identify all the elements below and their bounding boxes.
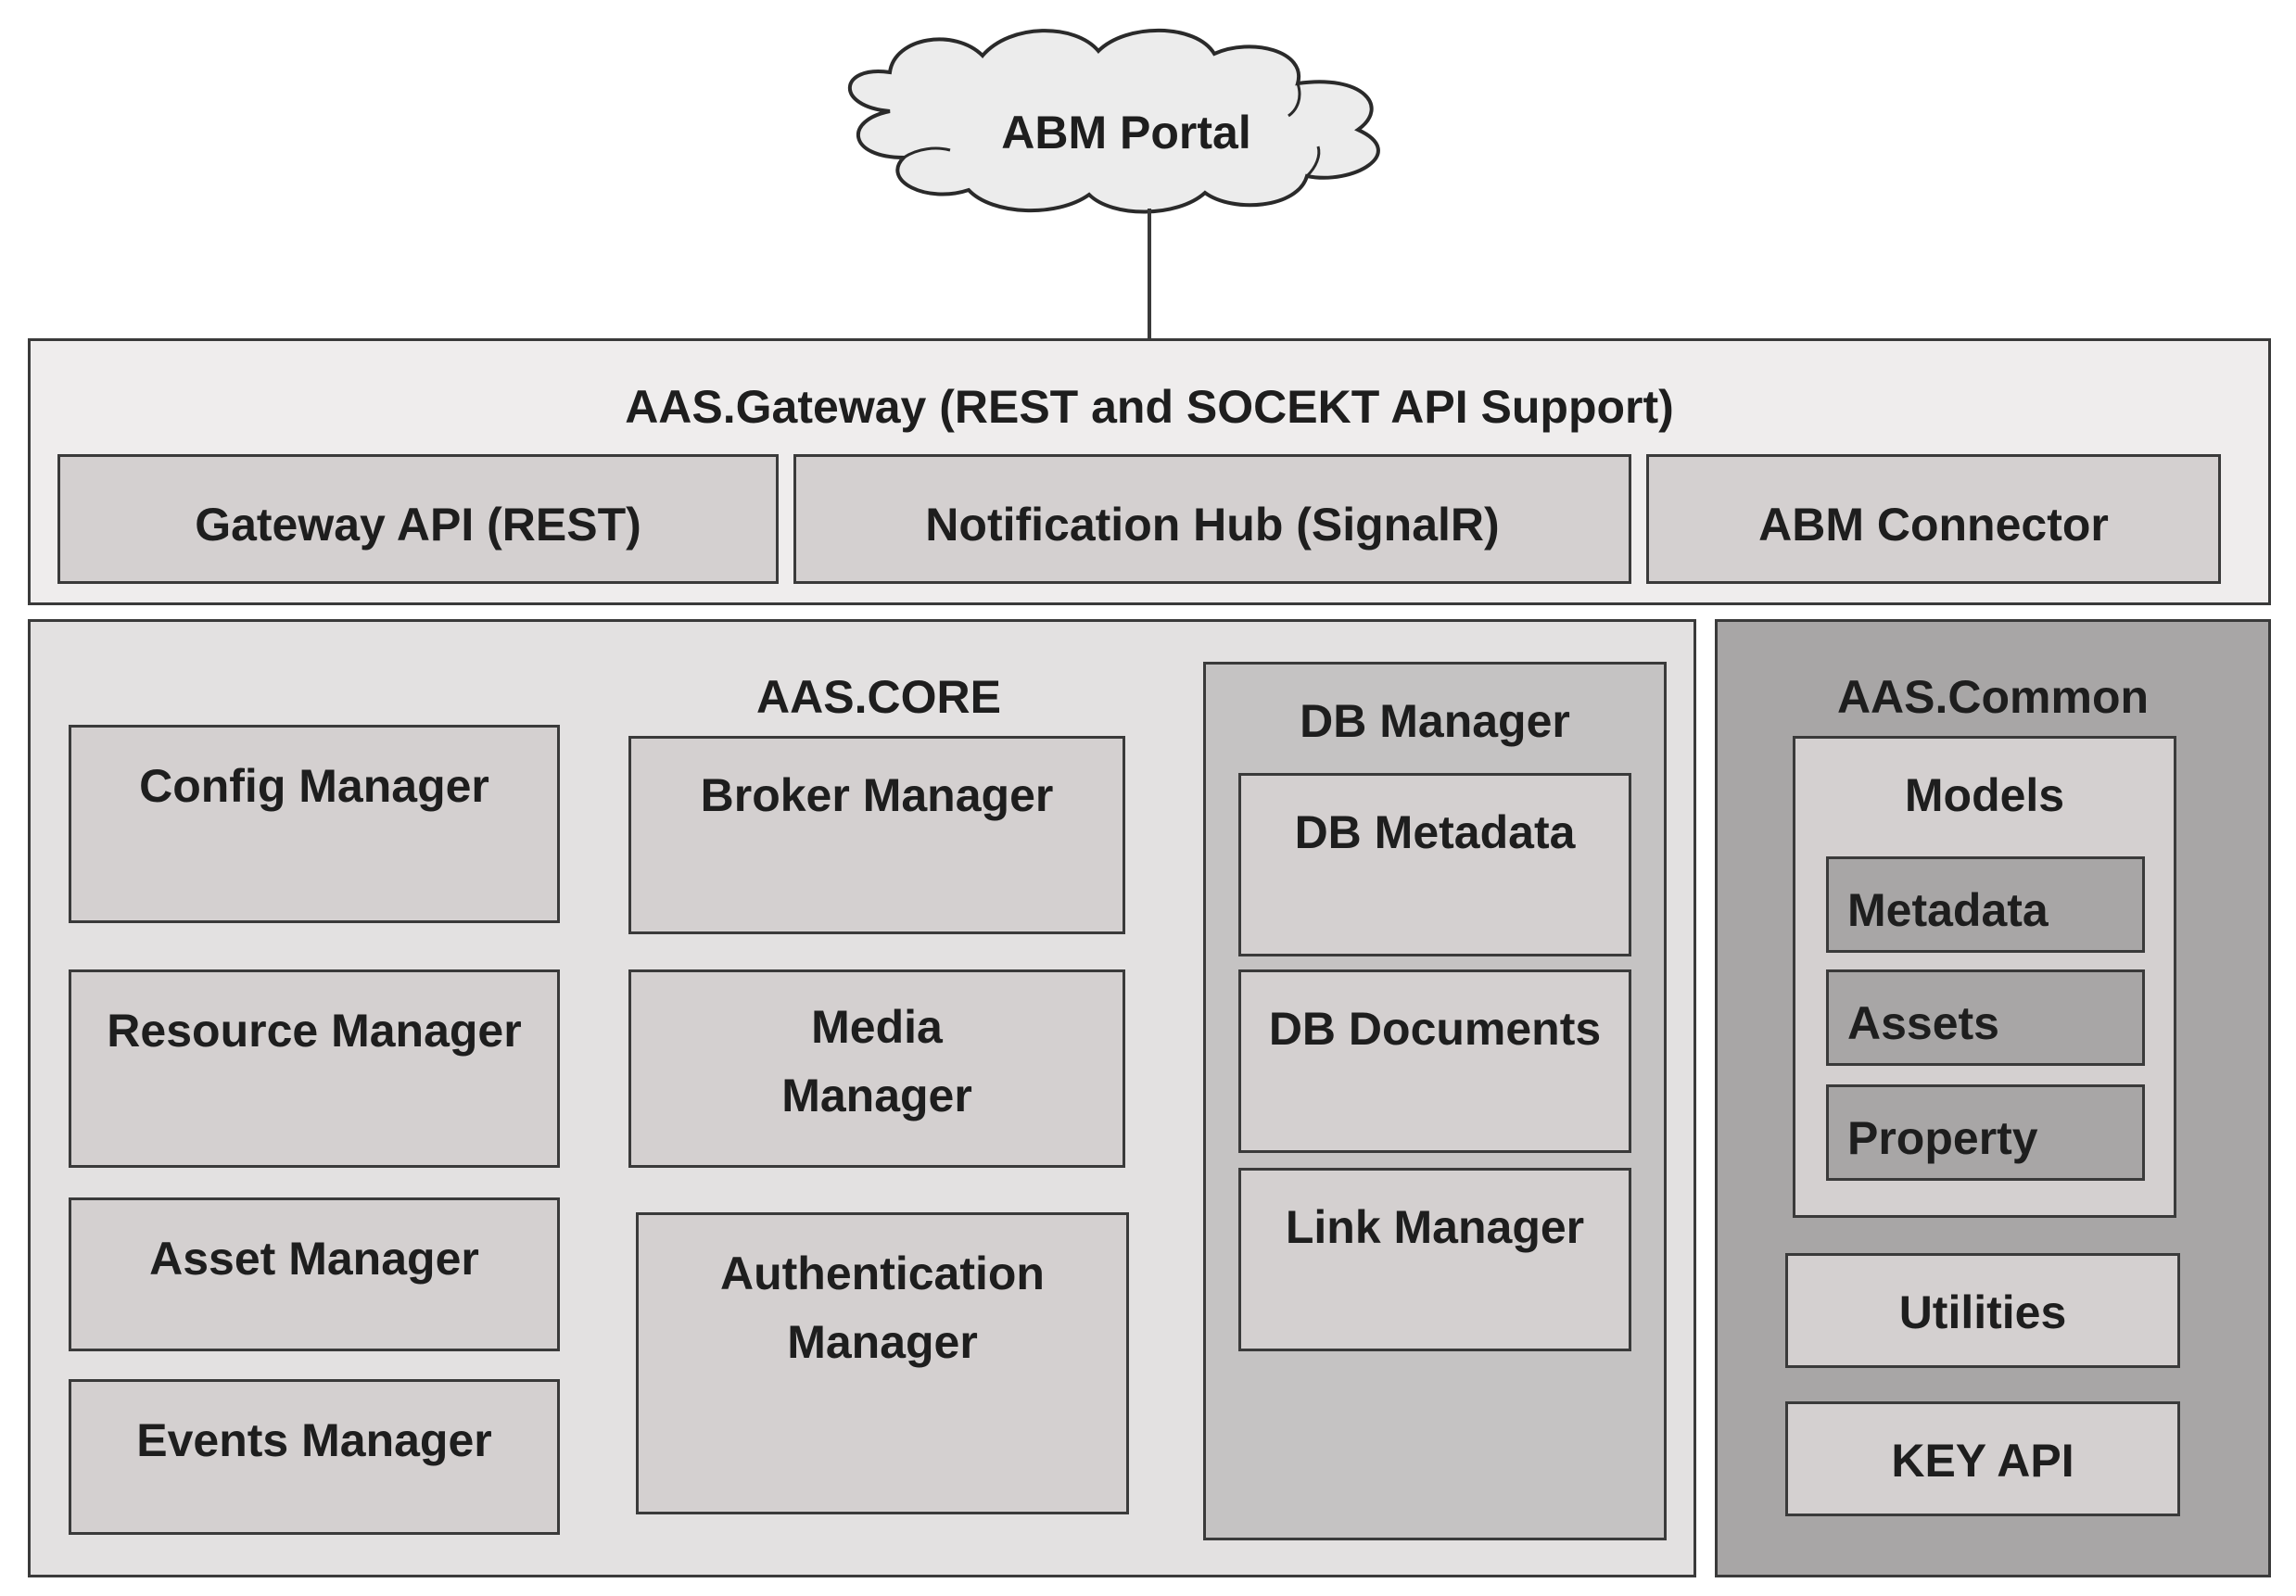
resource-manager-label: Resource Manager	[107, 1005, 522, 1057]
models-title: Models	[1904, 769, 2065, 821]
abm-portal-cloud: ABM Portal	[847, 28, 1380, 214]
asset-manager-label: Asset Manager	[149, 1233, 479, 1285]
model-assets-box: Assets	[1826, 969, 2145, 1066]
gateway-api-box: Gateway API (REST)	[57, 454, 779, 584]
aas-common-title: AAS.Common	[1836, 671, 2150, 723]
authentication-manager-label-line1: Authentication	[720, 1248, 1045, 1299]
db-metadata-box: DB Metadata	[1238, 773, 1631, 956]
config-manager-label: Config Manager	[139, 760, 489, 812]
model-assets-label: Assets	[1847, 997, 1999, 1049]
aas-gateway-title: AAS.Gateway (REST and SOCEKT API Support…	[625, 381, 1674, 433]
utilities-box: Utilities	[1785, 1253, 2180, 1368]
link-manager-label: Link Manager	[1285, 1201, 1585, 1253]
db-documents-label: DB Documents	[1268, 1003, 1602, 1055]
asset-manager-box: Asset Manager	[69, 1197, 560, 1351]
broker-manager-label: Broker Manager	[700, 769, 1054, 821]
authentication-manager-box: Authentication Manager	[636, 1212, 1129, 1514]
events-manager-box: Events Manager	[69, 1379, 560, 1535]
link-manager-box: Link Manager	[1238, 1168, 1631, 1351]
db-metadata-label: DB Metadata	[1294, 806, 1576, 858]
events-manager-label: Events Manager	[136, 1414, 492, 1466]
gateway-api-label: Gateway API (REST)	[195, 499, 641, 551]
resource-manager-box: Resource Manager	[69, 969, 560, 1168]
model-property-label: Property	[1847, 1112, 2038, 1164]
abm-portal-label: ABM Portal	[1001, 107, 1250, 158]
media-manager-label-line1: Media	[811, 1001, 943, 1053]
key-api-box: KEY API	[1785, 1401, 2180, 1516]
key-api-label: KEY API	[1891, 1435, 2074, 1487]
portal-gateway-connector	[1148, 209, 1151, 340]
model-metadata-box: Metadata	[1826, 856, 2145, 953]
model-property-box: Property	[1826, 1084, 2145, 1181]
notification-hub-label: Notification Hub (SignalR)	[925, 499, 1500, 551]
db-manager-title: DB Manager	[1300, 695, 1570, 747]
db-documents-box: DB Documents	[1238, 969, 1631, 1153]
notification-hub-box: Notification Hub (SignalR)	[793, 454, 1631, 584]
model-metadata-label: Metadata	[1847, 884, 2049, 936]
aas-core-title: AAS.CORE	[756, 671, 1001, 723]
authentication-manager-label-line2: Manager	[787, 1316, 978, 1368]
media-manager-box: Media Manager	[628, 969, 1125, 1168]
abm-connector-box: ABM Connector	[1646, 454, 2221, 584]
media-manager-label-line2: Manager	[781, 1070, 972, 1121]
config-manager-box: Config Manager	[69, 725, 560, 923]
broker-manager-box: Broker Manager	[628, 736, 1125, 934]
abm-connector-label: ABM Connector	[1758, 499, 2109, 551]
utilities-label: Utilities	[1898, 1286, 2067, 1338]
